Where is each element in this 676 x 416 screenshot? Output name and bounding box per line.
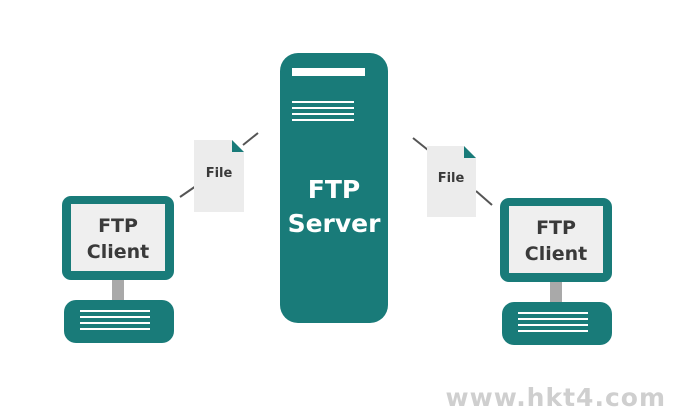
file-label: File — [206, 166, 233, 181]
client-label-line1: FTP — [536, 217, 576, 239]
file-document-right: File — [427, 146, 476, 217]
ftp-server: FTP Server — [280, 53, 388, 323]
client-stand — [112, 280, 124, 300]
arrow-tail — [179, 185, 197, 198]
file-fold-corner — [464, 146, 476, 158]
keyboard-line — [518, 330, 588, 332]
client-screen — [71, 204, 165, 271]
arrow-shaft — [242, 132, 259, 146]
server-vent-line — [292, 107, 354, 109]
client-keyboard — [64, 300, 174, 343]
file-label: File — [438, 171, 465, 186]
client-label-line1: FTP — [98, 215, 138, 237]
keyboard-line — [518, 318, 588, 320]
ftp-client-left: FTP Client — [62, 196, 174, 343]
server-vent-line — [292, 101, 354, 103]
ftp-client-right: FTP Client — [500, 198, 612, 345]
server-label-line1: FTP — [308, 175, 360, 204]
client-keyboard — [502, 302, 612, 345]
keyboard-line — [80, 328, 150, 330]
transfer-arrow-left — [179, 132, 259, 198]
arrow-shaft — [412, 137, 429, 151]
keyboard-line — [80, 310, 150, 312]
server-vent-line — [292, 113, 354, 115]
client-label-line2: Client — [525, 243, 587, 265]
file-paper — [427, 146, 476, 217]
keyboard-line — [80, 322, 150, 324]
watermark-text: www.hkt4.com — [446, 383, 667, 412]
file-document-left: File — [194, 140, 244, 212]
keyboard-line — [80, 316, 150, 318]
client-stand — [550, 282, 562, 302]
server-vent-line — [292, 119, 354, 121]
transfer-arrow-right — [412, 137, 493, 206]
client-label-line2: Client — [87, 241, 149, 263]
file-fold-corner — [232, 140, 244, 152]
keyboard-line — [518, 324, 588, 326]
arrow-tail — [475, 190, 493, 206]
file-paper — [194, 140, 244, 212]
client-screen — [509, 206, 603, 273]
server-slot-top — [292, 68, 365, 76]
keyboard-line — [518, 312, 588, 314]
server-label-line2: Server — [288, 209, 382, 238]
